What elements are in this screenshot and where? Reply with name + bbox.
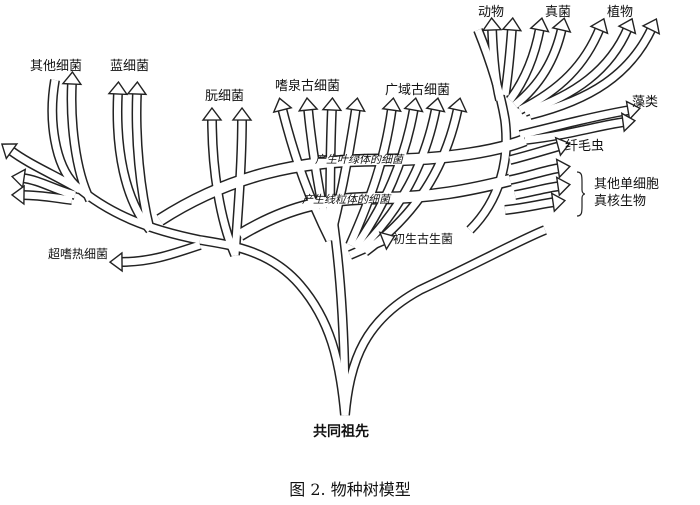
thermo-branch-d-arrowhead xyxy=(345,96,366,113)
fungi-branch-a-fill xyxy=(507,27,544,103)
eury-branch-c-fill xyxy=(357,107,440,253)
label-algae: 藻类 xyxy=(632,95,659,110)
label-other-unicellular: 其他单细胞 xyxy=(594,177,660,192)
label-fungi: 真菌 xyxy=(545,5,572,20)
thermo-branch-b-arrowhead xyxy=(297,96,319,112)
figure-caption: 图 2. 物种树模型 xyxy=(289,480,411,499)
label-other-bacteria: 其他细菌 xyxy=(30,59,83,74)
animal-branch-b-fill xyxy=(501,27,516,96)
other-bacteria-branch-arrowhead xyxy=(61,70,83,86)
other-bacteria-branch-fill xyxy=(68,81,94,202)
eury-branch-a-fill xyxy=(346,107,396,247)
unicellular-branch-c-arrowhead xyxy=(550,192,567,213)
cyanobacteria-branch-b-fill xyxy=(133,91,154,231)
eury-branch-b-arrowhead xyxy=(403,97,424,113)
eury-branch-c-arrowhead xyxy=(425,97,446,113)
thermo-branch-c-arrowhead xyxy=(321,96,343,112)
thermo-branch-d-fill xyxy=(326,107,360,241)
left-branch-1-arrowhead xyxy=(0,143,19,160)
animal-branch-a-fill xyxy=(488,27,504,101)
eury-branch-d-arrowhead xyxy=(447,97,468,113)
algae-branch-arrowhead xyxy=(625,100,642,121)
left-branch-3-arrowhead xyxy=(10,184,25,206)
hyperthermophile-branch-arrowhead xyxy=(108,251,123,273)
label-animals: 动物 xyxy=(478,5,505,20)
label-common-ancestor: 共同祖先 xyxy=(313,424,369,440)
cyanobacteria-branch-b-arrowhead xyxy=(126,80,148,96)
unicellular-branch-a-fill xyxy=(509,164,561,184)
algae-branch-2-arrowhead xyxy=(620,112,637,133)
animal-branch-a-arrowhead xyxy=(481,16,503,32)
plant-branch-a-arrowhead xyxy=(589,17,609,35)
left-branch-1-fill xyxy=(7,147,82,194)
plant-branch-b-arrowhead xyxy=(617,17,637,35)
unicellular-branch-c-fill xyxy=(504,198,556,214)
trunk-right-branch-fill xyxy=(341,226,547,416)
plant-branch-a-fill xyxy=(518,26,604,114)
left-branch-2-arrowhead xyxy=(10,168,27,189)
label-primitive-archaea: 初生古生菌 xyxy=(393,232,454,246)
unicellular-branch-a-arrowhead xyxy=(555,158,572,179)
plant-branch-b-fill xyxy=(523,26,632,116)
label-thermoacid: 嗜泉古细菌 xyxy=(275,79,341,94)
eukaryote-main-branch-fill xyxy=(467,28,510,233)
fungi-branch-a-arrowhead xyxy=(529,17,550,33)
urkingdom-branch-b-arrowhead xyxy=(231,106,253,121)
urkingdom-branch-a-arrowhead xyxy=(201,106,223,121)
label-ciliates: 纤毛虫 xyxy=(565,139,605,154)
fungi-branch-b-fill xyxy=(512,27,566,108)
plant-branch-c-arrowhead xyxy=(641,17,661,35)
primitive-archaea-branch-fill xyxy=(348,236,387,259)
ciliate-branch-fill xyxy=(509,142,561,164)
cyanobacteria-branch-a-arrowhead xyxy=(107,80,129,96)
label-hyperthermophiles: 超嗜热细菌 xyxy=(48,247,109,261)
cyanobacteria-branch-a-fill xyxy=(114,91,153,233)
hyperthermophile-branch-fill xyxy=(119,241,202,266)
left-branch-2-fill xyxy=(21,174,76,199)
label-mitochondria-band: 产生线粒体的细菌 xyxy=(302,193,390,206)
unicellular-branch-b-arrowhead xyxy=(555,176,572,197)
urkingdom-branch-b-fill xyxy=(231,117,246,256)
animal-branch-b-arrowhead xyxy=(501,16,523,32)
chloroplast-band-fill xyxy=(157,135,527,225)
eukaryote-brace xyxy=(576,171,585,217)
algae-branch-fill xyxy=(519,106,631,139)
eury-branch-a-arrowhead xyxy=(381,96,402,113)
label-cyanobacteria: 蓝细菌 xyxy=(110,59,150,74)
label-chloroplast-band: 产生叶绿体的细菌 xyxy=(315,153,403,166)
label-urkingdom: 朊细菌 xyxy=(205,89,245,104)
label-euryarchaeota: 广域古细菌 xyxy=(385,83,451,98)
label-eukaryotes: 真核生物 xyxy=(594,194,647,209)
fungi-branch-b-arrowhead xyxy=(551,17,572,33)
mitochondria-band-fill xyxy=(237,175,512,240)
ciliate-branch-arrowhead xyxy=(554,136,571,157)
left-branch-3-fill xyxy=(21,191,73,204)
label-plants: 植物 xyxy=(607,5,634,20)
eury-branch-b-fill xyxy=(352,107,418,251)
primitive-archaea-branch-arrowhead xyxy=(378,231,396,251)
algae-branch-2-fill xyxy=(524,118,626,144)
plant-branch-c-fill xyxy=(529,26,656,119)
unicellular-branch-b-fill xyxy=(514,182,561,199)
thermo-branch-a-arrowhead xyxy=(272,97,293,114)
